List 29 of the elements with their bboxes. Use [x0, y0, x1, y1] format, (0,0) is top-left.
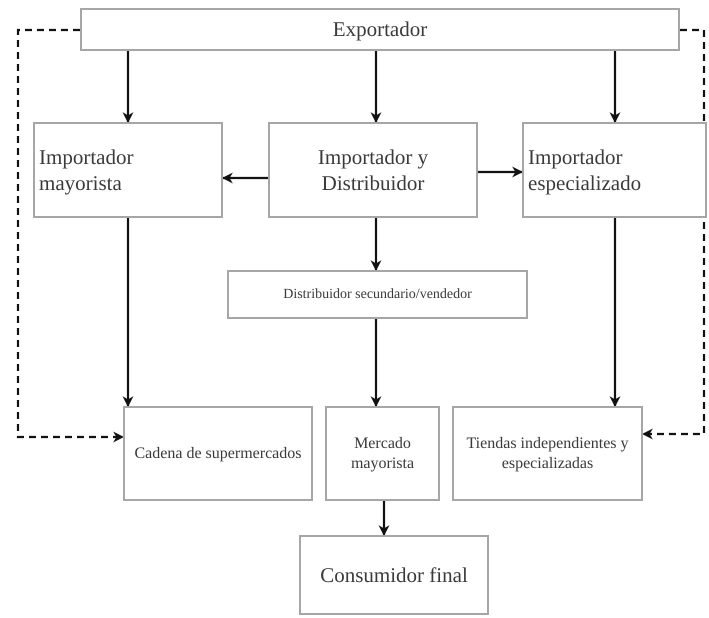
arrow	[370, 319, 382, 408]
arrow	[610, 51, 620, 124]
box-label: Importador mayorista	[39, 144, 134, 196]
process-box	[33, 122, 223, 218]
arrow	[378, 501, 390, 536]
box-label: Exportador	[332, 16, 428, 43]
process-box	[299, 535, 489, 615]
process-box	[80, 8, 680, 51]
box-label: Cadena de supermercados	[134, 444, 302, 464]
process-box	[325, 406, 440, 501]
process-box	[452, 406, 643, 501]
process-box	[268, 122, 478, 218]
arrow	[370, 51, 382, 124]
box-label: Tiendas independientes y especializadas	[465, 434, 630, 474]
arrow	[222, 172, 268, 184]
process-box	[123, 406, 313, 501]
arrow	[610, 218, 620, 408]
arrow	[370, 218, 382, 272]
process-box	[227, 270, 528, 319]
process-box	[522, 122, 707, 218]
box-label: Importador especializado	[528, 144, 642, 196]
box-label: Consumidor final	[320, 562, 468, 588]
dashed-arrow	[16, 28, 124, 442]
arrow	[478, 166, 524, 178]
box-label: Mercado mayorista	[350, 434, 416, 474]
box-label: Distribuidor secundario/vendedor	[283, 286, 472, 304]
arrow	[122, 51, 134, 124]
arrow	[122, 218, 134, 408]
box-label: Importador y Distribuidor	[316, 144, 430, 196]
